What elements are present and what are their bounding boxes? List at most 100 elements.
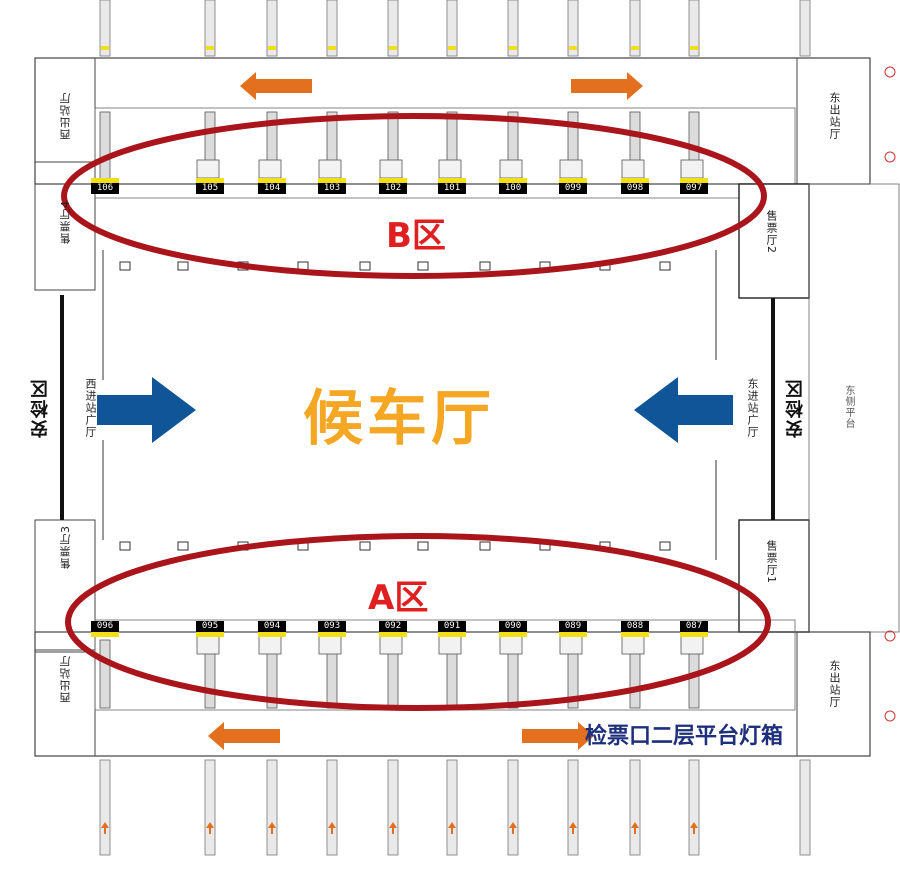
track-marker-top xyxy=(690,46,698,50)
up-arrow-icon xyxy=(389,822,397,834)
seat-marker xyxy=(119,541,131,551)
gate-booth-a xyxy=(379,635,403,655)
up-arrow-icon xyxy=(101,822,109,834)
track-strip-bottom xyxy=(629,759,641,856)
gate-booth-b xyxy=(196,159,220,179)
track-marker-top xyxy=(569,46,577,50)
gate-booth-b xyxy=(379,159,403,179)
seat-marker xyxy=(359,261,371,271)
ticket-hall-3-label: 售票厅3 xyxy=(59,525,72,569)
orange-arrow-icon xyxy=(240,72,312,100)
gate-yellow-a xyxy=(91,632,119,637)
gate-yellow-a xyxy=(379,632,407,637)
track-marker-top xyxy=(509,46,517,50)
track-strip-bottom xyxy=(326,759,338,856)
zone-a-gate-number: 093 xyxy=(318,621,346,632)
track-strip-bottom xyxy=(799,759,811,856)
seat-marker xyxy=(177,541,189,551)
track-strip-bottom xyxy=(99,759,111,856)
track-strip-bottom xyxy=(688,759,700,856)
track-strip-top xyxy=(326,0,338,57)
zone-a-ellipse xyxy=(65,533,771,711)
gate-yellow-a xyxy=(499,632,527,637)
seat-marker xyxy=(177,261,189,271)
zone-b-label: B区 xyxy=(386,216,446,256)
zone-b-gate-number: 097 xyxy=(680,183,708,194)
ticket-hall-4-label: 售票厅4 xyxy=(59,200,72,244)
gate-yellow-a xyxy=(196,632,224,637)
track-marker-top xyxy=(631,46,639,50)
track-strip-top xyxy=(799,0,811,57)
gate-yellow-b xyxy=(196,178,224,183)
zone-b-gate-number: 106 xyxy=(91,183,119,194)
ticket-hall-2-label: 售票厅2 xyxy=(765,210,778,254)
gate-booth-a xyxy=(318,635,342,655)
up-arrow-icon xyxy=(631,822,639,834)
gate-booth-b xyxy=(559,159,583,179)
gate-yellow-a xyxy=(258,632,286,637)
track-strip-bottom xyxy=(567,759,579,856)
escalator-b xyxy=(99,111,111,181)
waiting-hall-label: 候车厅 xyxy=(303,384,495,454)
track-strip-bottom xyxy=(446,759,458,856)
seat-marker xyxy=(359,541,371,551)
seat-marker xyxy=(417,541,429,551)
gate-booth-b xyxy=(621,159,645,179)
track-strip-top xyxy=(204,0,216,57)
gate-yellow-b xyxy=(680,178,708,183)
zone-b-gate-number: 105 xyxy=(196,183,224,194)
zone-b-ellipse xyxy=(61,113,767,279)
gate-yellow-a xyxy=(438,632,466,637)
track-strip-top xyxy=(99,0,111,57)
zone-a-gate-number: 094 xyxy=(258,621,286,632)
up-arrow-icon xyxy=(569,822,577,834)
gate-booth-a xyxy=(499,635,523,655)
west-security-label: 安检区 xyxy=(30,378,51,438)
west-entrance-plaza-label: 西进站广厅 xyxy=(84,378,97,438)
west-exit-hall-bottom-label: 西出站厅 xyxy=(59,655,72,703)
gate-yellow-b xyxy=(258,178,286,183)
track-marker-top xyxy=(206,46,214,50)
seat-marker xyxy=(479,261,491,271)
seat-marker xyxy=(119,261,131,271)
track-strip-bottom xyxy=(387,759,399,856)
gate-yellow-a xyxy=(621,632,649,637)
blue-arrow-icon xyxy=(634,377,733,443)
track-marker-top xyxy=(268,46,276,50)
ticket-hall-1-label: 售票厅1 xyxy=(765,540,778,584)
zone-a-gate-number: 087 xyxy=(680,621,708,632)
zone-a-gate-number: 089 xyxy=(559,621,587,632)
track-strip-top xyxy=(629,0,641,57)
seat-marker xyxy=(417,261,429,271)
track-marker-top xyxy=(328,46,336,50)
up-arrow-icon xyxy=(448,822,456,834)
gate-yellow-b xyxy=(379,178,407,183)
blue-arrow-icon xyxy=(97,377,196,443)
track-strip-top xyxy=(446,0,458,57)
gate-yellow-b xyxy=(91,178,119,183)
caption-gate-lightbox: 检票口二层平台灯箱 xyxy=(585,724,784,749)
zone-a-gate-number: 088 xyxy=(621,621,649,632)
gate-yellow-a xyxy=(318,632,346,637)
gate-yellow-a xyxy=(559,632,587,637)
gate-booth-b xyxy=(499,159,523,179)
zone-a-gate-number: 092 xyxy=(379,621,407,632)
orange-arrow-icon xyxy=(571,72,643,100)
gate-yellow-b xyxy=(318,178,346,183)
east-platform-label: 东侧平台 xyxy=(843,385,854,429)
gate-booth-b xyxy=(258,159,282,179)
seat-marker xyxy=(479,541,491,551)
up-arrow-icon xyxy=(509,822,517,834)
building-outline xyxy=(34,57,900,757)
gate-booth-a xyxy=(196,635,220,655)
gate-booth-b xyxy=(438,159,462,179)
gate-booth-a xyxy=(258,635,282,655)
gate-yellow-b xyxy=(559,178,587,183)
zone-a-gate-number: 096 xyxy=(91,621,119,632)
gate-booth-a xyxy=(621,635,645,655)
track-strip-top xyxy=(688,0,700,57)
gate-booth-a xyxy=(680,635,704,655)
track-strip-bottom xyxy=(266,759,278,856)
zone-b-gate-number: 100 xyxy=(499,183,527,194)
